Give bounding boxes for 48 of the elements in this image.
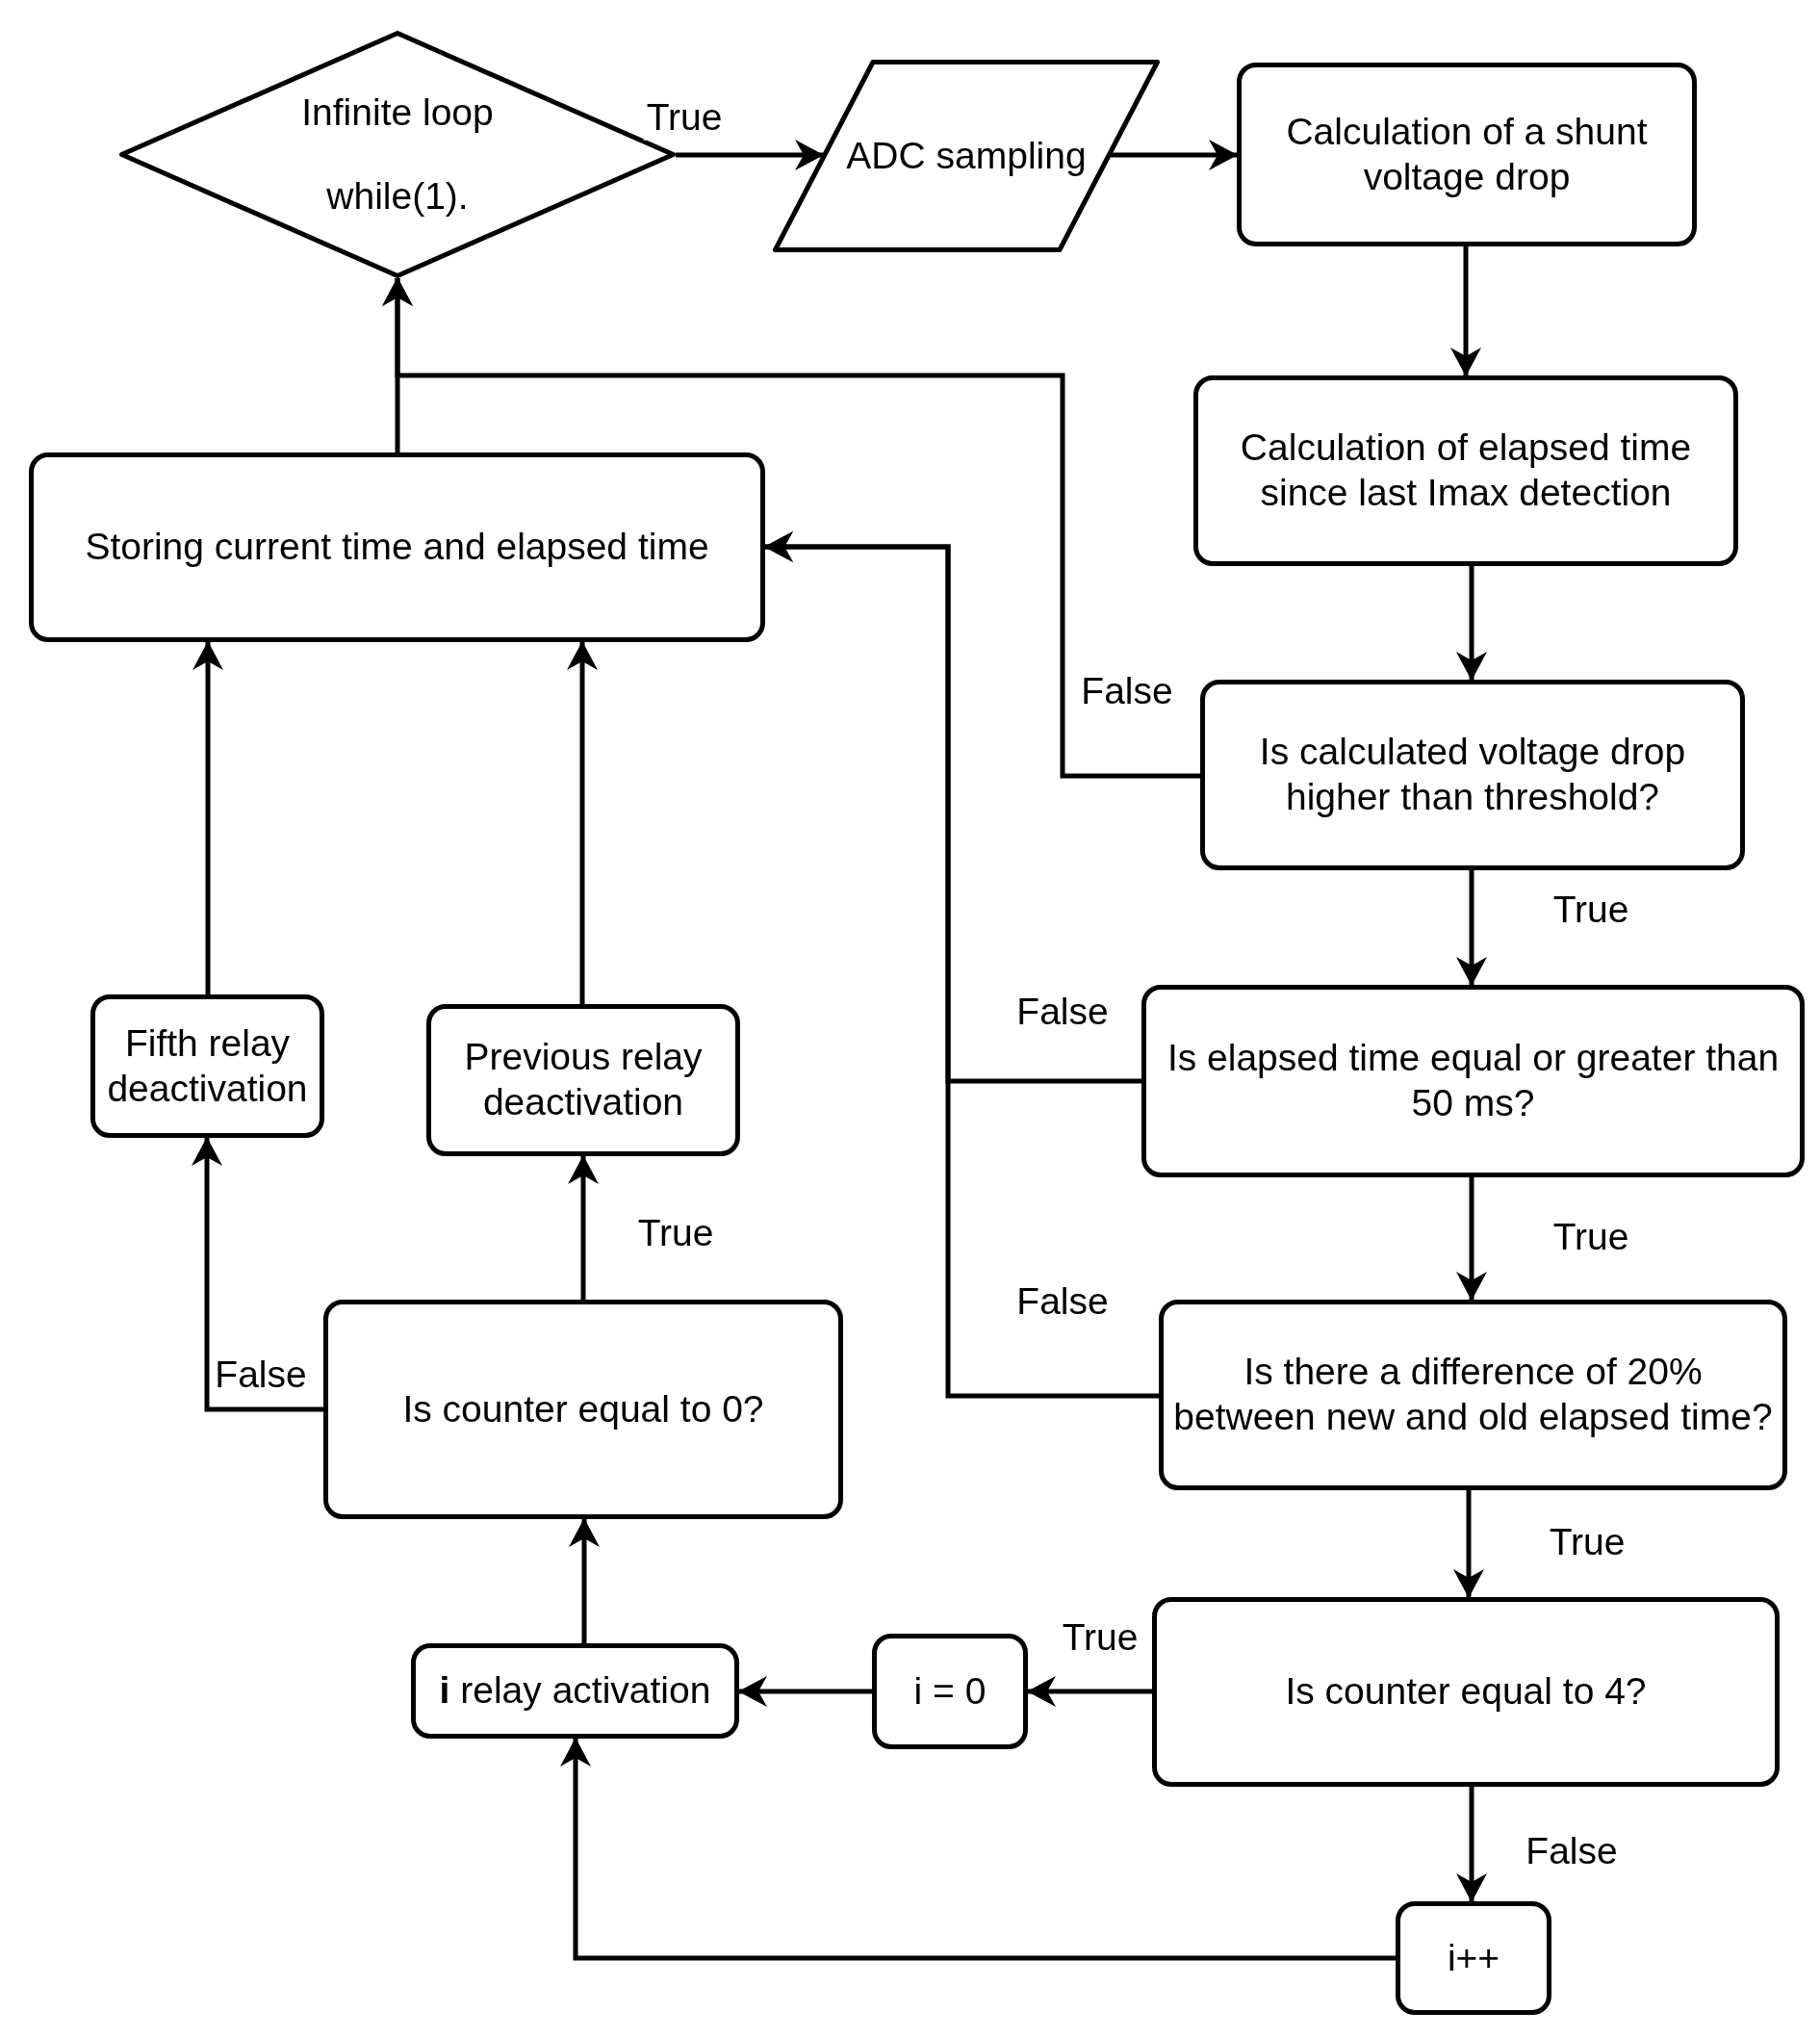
process-box: [1396, 1901, 1551, 2015]
node-text: while(1).: [326, 173, 469, 219]
arrow: [568, 1155, 599, 1300]
node-text: ADC sampling: [846, 133, 1087, 178]
arrow: [1456, 566, 1487, 681]
arrow: [1450, 246, 1481, 376]
node-text: i++: [1447, 1935, 1500, 1980]
arrow: [567, 641, 598, 1004]
process-box: [411, 1643, 739, 1739]
arrow: [1453, 1490, 1484, 1598]
arrow: [764, 531, 1159, 1399]
process-box: [1237, 63, 1697, 246]
decision-box: [1141, 985, 1805, 1177]
node-text: Is elapsed time equal or greater than 50 ms?: [1166, 1036, 1781, 1125]
decision-box: [323, 1300, 843, 1519]
node-text: Is there a difference of 20% between new and old elapsed time?: [1172, 1350, 1774, 1439]
process-box: [1193, 375, 1738, 566]
arrow: [1027, 1676, 1152, 1707]
process-box: [29, 452, 765, 642]
node-text: i = 0: [913, 1668, 987, 1714]
node-text: Calculation of a shunt voltage drop: [1285, 109, 1649, 199]
node-text: Is calculated voltage drop higher than threshold?: [1258, 730, 1687, 819]
arrow: [738, 1676, 872, 1707]
process-box: [90, 994, 324, 1138]
node-text: Is counter equal to 4?: [1285, 1669, 1647, 1715]
process-box: [872, 1634, 1028, 1749]
arrow: [1456, 870, 1487, 986]
node-text: Fifth relay deactivation: [106, 1020, 309, 1111]
arrow: [569, 1518, 600, 1643]
node-text: Calculation of elapsed time since last Imax detection: [1239, 426, 1693, 515]
decision-box: [1152, 1597, 1780, 1787]
node-text: Infinite loop: [301, 90, 494, 135]
arrow: [676, 140, 824, 170]
node-text: Is counter equal to 0?: [402, 1386, 764, 1432]
arrow: [1456, 1177, 1487, 1301]
input-parallelogram: [773, 60, 1160, 252]
arrow: [1456, 1787, 1487, 1902]
decision-box: [1159, 1300, 1787, 1490]
arrow: [382, 277, 413, 452]
arrow: [1110, 140, 1238, 170]
process-box: [426, 1004, 740, 1156]
arrow: [192, 1137, 323, 1412]
node-text: Storing current time and elapsed time: [85, 525, 709, 570]
arrow: [192, 641, 223, 994]
decision-box: [1200, 680, 1745, 870]
node-text: i relay activation: [439, 1668, 711, 1714]
arrow: [560, 1738, 1396, 1961]
node-text: Previous relay deactivation: [463, 1035, 704, 1124]
